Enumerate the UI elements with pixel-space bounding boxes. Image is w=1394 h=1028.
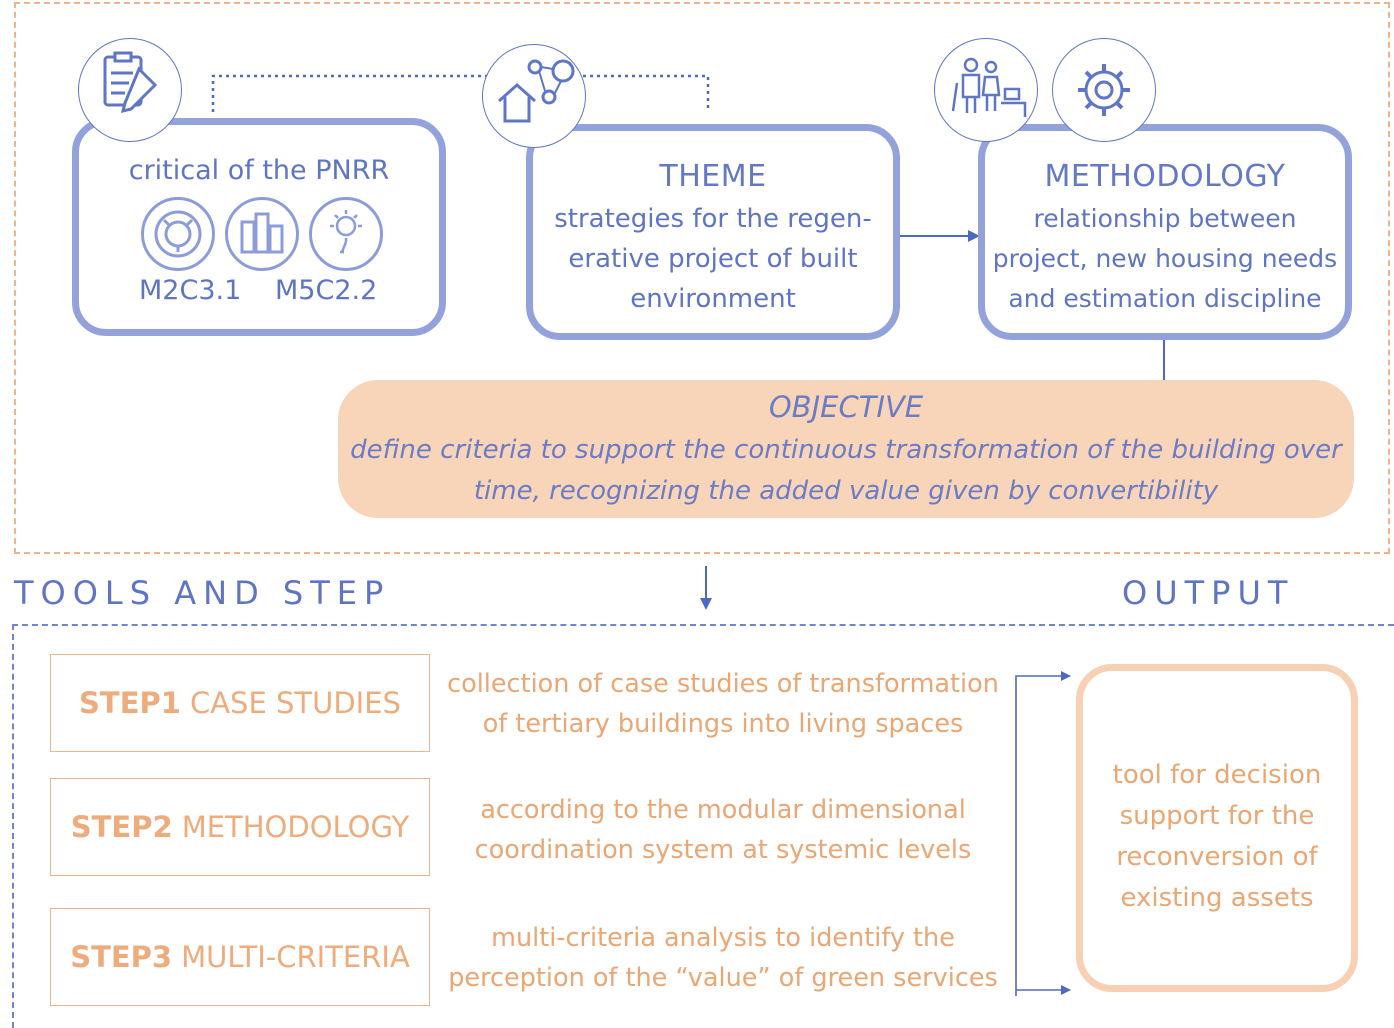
step-number: STEP1 — [79, 686, 181, 720]
people-icon — [934, 38, 1038, 142]
bottom-section-frame — [12, 624, 1394, 1028]
methodology-line: project, new housing needs — [992, 244, 1338, 273]
output-line: existing assets — [1120, 883, 1314, 913]
objective-line: time, recognizing the added value given … — [473, 476, 1219, 506]
step-number: STEP2 — [70, 810, 173, 844]
step-desc-line: coordination system at systemic levels — [474, 835, 972, 865]
pnrr-box: critical of the PNRR M2C3.1 M5C2.2 — [72, 118, 446, 336]
output-box: tool for decision support for the reconv… — [1076, 664, 1358, 992]
sun-plug-icon — [309, 197, 383, 271]
methodology-line: relationship between — [1033, 204, 1297, 233]
dotted-link — [211, 74, 710, 112]
step-desc-line: according to the modular dimensional — [480, 795, 966, 825]
output-line: tool for decision — [1112, 760, 1322, 790]
methodology-box: METHODOLOGY relationship between project… — [978, 124, 1352, 340]
step2-description: according to the modular dimensional coo… — [436, 790, 1010, 870]
theme-description: strategies for the regen- erative projec… — [533, 199, 893, 319]
output-line: reconversion of — [1116, 842, 1318, 872]
tools-and-step-heading: TOOLS AND STEP — [14, 574, 391, 612]
pnrr-title: critical of the PNRR — [128, 155, 390, 186]
gear-icon — [1052, 38, 1156, 142]
theme-line: strategies for the regen- — [554, 204, 872, 234]
top-section-frame — [14, 2, 1390, 554]
methodology-line: and estimation discipline — [1008, 284, 1322, 313]
output-heading: OUTPUT — [1122, 574, 1295, 612]
step-name: METHODOLOGY — [181, 810, 410, 844]
recycle-icon — [141, 197, 215, 271]
step-number: STEP3 — [70, 940, 173, 974]
step-desc-line: of tertiary buildings into living spaces — [482, 709, 964, 739]
buildings-icon — [225, 197, 299, 271]
clipboard-pencil-icon — [78, 38, 182, 142]
theme-box: THEME strategies for the regen- erative … — [526, 124, 900, 340]
pnrr-code-2: M5C2.2 — [275, 275, 378, 306]
output-description: tool for decision support for the reconv… — [1083, 755, 1351, 919]
methodology-title: METHODOLOGY — [1044, 159, 1286, 194]
step3-description: multi-criteria analysis to identify the … — [436, 918, 1010, 998]
house-network-icon — [482, 44, 586, 148]
step1-description: collection of case studies of transforma… — [436, 664, 1010, 744]
theme-title: THEME — [659, 159, 767, 194]
theme-line: erative project of built — [568, 244, 858, 274]
step-desc-line: perception of the “value” of green servi… — [448, 963, 998, 993]
step-desc-line: multi-criteria analysis to identify the — [491, 923, 955, 953]
objective-box: OBJECTIVE define criteria to support the… — [338, 380, 1354, 518]
step-name: MULTI-CRITERIA — [181, 940, 410, 974]
steps-bracket — [1015, 671, 1071, 996]
output-line: support for the — [1119, 801, 1315, 831]
objective-title: OBJECTIVE — [768, 390, 924, 424]
theme-line: environment — [630, 284, 796, 314]
objective-line: define criteria to support the continuou… — [350, 435, 1342, 465]
objective-description: define criteria to support the continuou… — [338, 430, 1354, 512]
pnrr-code-1: M2C3.1 — [139, 275, 242, 306]
step-desc-line: collection of case studies of transforma… — [447, 669, 999, 699]
step-name: CASE STUDIES — [189, 686, 401, 720]
methodology-description: relationship between project, new housin… — [977, 199, 1353, 319]
